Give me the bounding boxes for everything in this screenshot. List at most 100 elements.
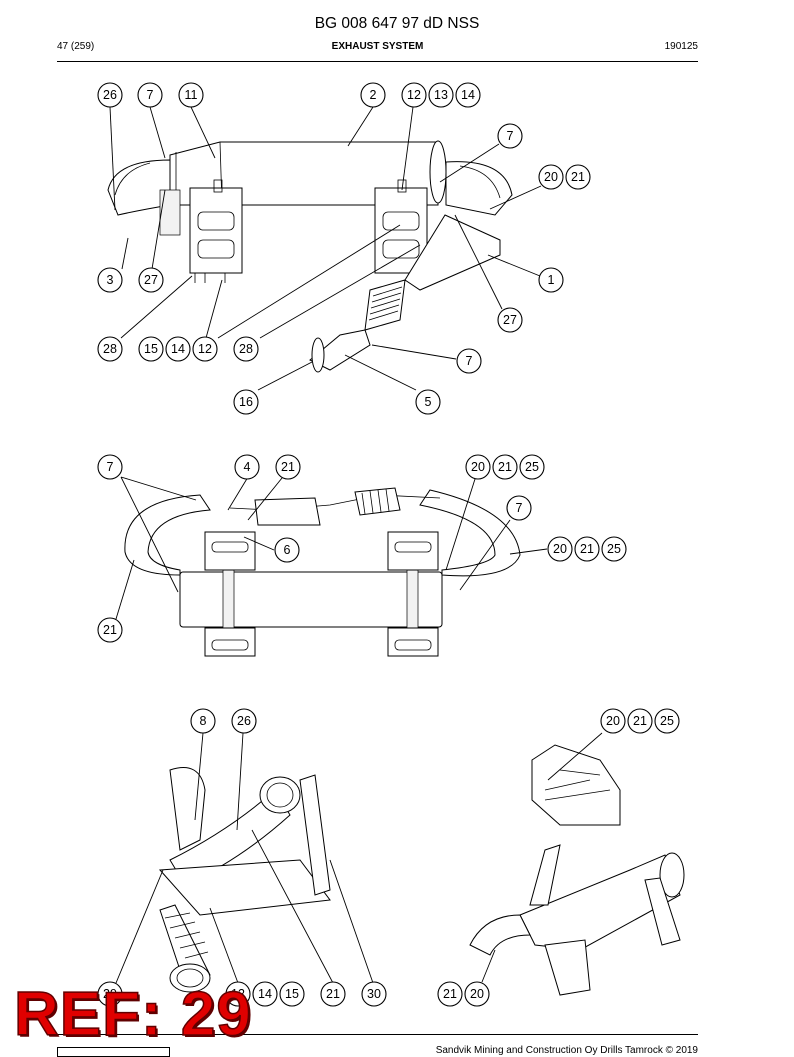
- callout: 4: [234, 454, 260, 480]
- callout: 27: [497, 307, 523, 333]
- svg-text:12: 12: [231, 987, 245, 1001]
- callout: 14: [252, 981, 278, 1007]
- svg-text:7: 7: [147, 88, 154, 102]
- svg-text:21: 21: [633, 714, 647, 728]
- callout: 7: [497, 123, 523, 149]
- callouts-view-2: 7 4 21 20 21 25 7 6 20 21 25 21: [97, 454, 627, 643]
- svg-text:15: 15: [285, 987, 299, 1001]
- svg-text:27: 27: [503, 313, 517, 327]
- svg-text:4: 4: [244, 460, 251, 474]
- callout: 8: [190, 708, 216, 734]
- callout: 5: [415, 389, 441, 415]
- view-1-exhaust-assembly: [107, 140, 513, 373]
- callout: 11: [178, 82, 204, 108]
- callout: 28: [233, 336, 259, 362]
- header-row: 47 (259) EXHAUST SYSTEM 190125: [57, 41, 698, 55]
- callout: 3: [97, 267, 123, 293]
- callout: 21: [492, 454, 518, 480]
- callout: 16: [233, 389, 259, 415]
- callout: 12: [401, 82, 427, 108]
- callout: 12: [192, 336, 218, 362]
- callout: 21: [320, 981, 346, 1007]
- callout: 15: [138, 336, 164, 362]
- callout: 21: [97, 617, 123, 643]
- callout: 7: [137, 82, 163, 108]
- svg-text:14: 14: [258, 987, 272, 1001]
- svg-text:26: 26: [103, 88, 117, 102]
- callout: 27: [138, 267, 164, 293]
- svg-text:21: 21: [103, 623, 117, 637]
- callout: 1: [538, 267, 564, 293]
- svg-text:13: 13: [434, 88, 448, 102]
- callout: 13: [428, 82, 454, 108]
- callouts-view-3: 8 26 20 21 25 29 12 14 15 21 30 21 20: [97, 708, 680, 1007]
- callout: 7: [506, 495, 532, 521]
- svg-text:8: 8: [200, 714, 207, 728]
- svg-text:1: 1: [548, 273, 555, 287]
- svg-text:27: 27: [144, 273, 158, 287]
- callout: 26: [231, 708, 257, 734]
- view-3-exhaust-frame: [158, 767, 331, 993]
- callout: 14: [165, 336, 191, 362]
- callout: 28: [97, 336, 123, 362]
- callout: 21: [565, 164, 591, 190]
- svg-text:25: 25: [607, 542, 621, 556]
- svg-text:7: 7: [107, 460, 114, 474]
- callout: 25: [601, 536, 627, 562]
- callout: 21: [627, 708, 653, 734]
- callout: 20: [538, 164, 564, 190]
- svg-text:11: 11: [185, 88, 198, 102]
- side-bend-pipes: [124, 487, 521, 577]
- leader-lines: [109, 106, 603, 984]
- svg-text:21: 21: [443, 987, 457, 1001]
- svg-text:21: 21: [498, 460, 512, 474]
- svg-text:21: 21: [281, 460, 295, 474]
- callout: 25: [654, 708, 680, 734]
- callout: 2: [360, 82, 386, 108]
- svg-text:29: 29: [103, 987, 117, 1001]
- svg-text:21: 21: [326, 987, 340, 1001]
- footer-rule: [57, 1034, 698, 1035]
- svg-text:6: 6: [284, 543, 291, 557]
- callout: 21: [574, 536, 600, 562]
- svg-text:2: 2: [370, 88, 377, 102]
- svg-text:28: 28: [103, 342, 117, 356]
- callout: 21: [437, 981, 463, 1007]
- svg-text:25: 25: [660, 714, 674, 728]
- svg-text:15: 15: [144, 342, 158, 356]
- svg-text:26: 26: [237, 714, 251, 728]
- ref-label: REF: 29: [13, 980, 252, 1049]
- exhaust-outlet-pipe: [309, 214, 501, 373]
- view-2-exhaust-assembly: [124, 487, 521, 657]
- view-4-exhaust-iso: [469, 744, 685, 996]
- svg-text:25: 25: [525, 460, 539, 474]
- header-rule: [57, 61, 698, 62]
- svg-text:21: 21: [571, 170, 585, 184]
- callout: 30: [361, 981, 387, 1007]
- callout: 15: [279, 981, 305, 1007]
- svg-text:20: 20: [553, 542, 567, 556]
- svg-text:5: 5: [425, 395, 432, 409]
- callout: 7: [456, 348, 482, 374]
- svg-text:30: 30: [367, 987, 381, 1001]
- callout: 20: [464, 981, 490, 1007]
- svg-text:28: 28: [239, 342, 253, 356]
- callout: 14: [455, 82, 481, 108]
- svg-text:7: 7: [507, 129, 514, 143]
- svg-text:12: 12: [198, 342, 212, 356]
- callout: 20: [600, 708, 626, 734]
- svg-text:14: 14: [461, 88, 475, 102]
- svg-text:20: 20: [470, 987, 484, 1001]
- silencer-body-side: [179, 567, 443, 632]
- callout: 26: [97, 82, 123, 108]
- svg-text:16: 16: [239, 395, 253, 409]
- section-title: EXHAUST SYSTEM: [331, 41, 424, 52]
- svg-text:20: 20: [606, 714, 620, 728]
- right-bend-pipe: [445, 161, 513, 216]
- callout: 21: [275, 454, 301, 480]
- svg-text:12: 12: [407, 88, 421, 102]
- left-bracket: [189, 179, 243, 283]
- left-bend-pipe: [107, 159, 181, 236]
- callout: 29: [97, 981, 123, 1007]
